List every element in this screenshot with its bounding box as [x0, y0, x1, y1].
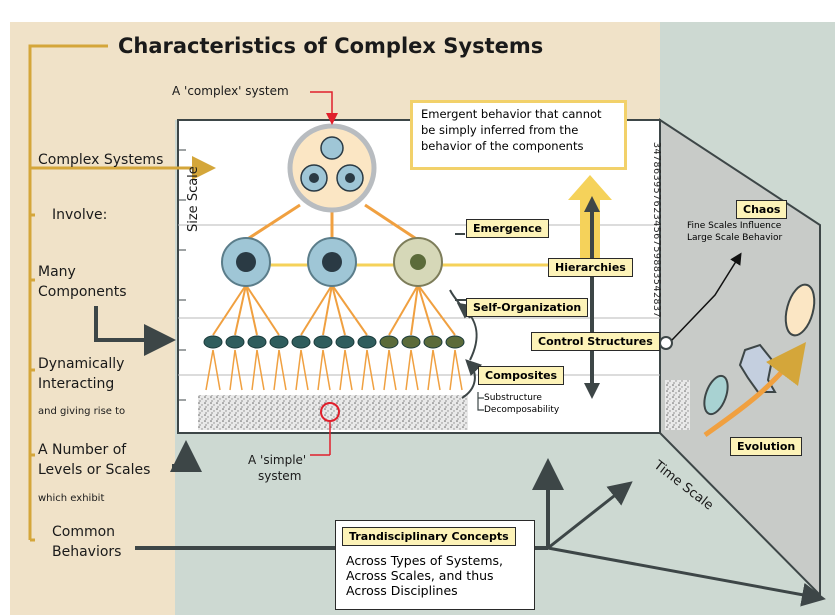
composite-3	[393, 237, 443, 287]
label-many: Many	[38, 264, 76, 280]
label-involve: Involve:	[52, 207, 108, 223]
label-interacting: Interacting	[38, 376, 115, 392]
label-complex-systems: Complex Systems	[38, 152, 164, 168]
label-components: Components	[38, 284, 127, 300]
label-levels-or-scales: Levels or Scales	[38, 462, 151, 478]
evolution-shape-1	[703, 374, 729, 416]
size-scale-label: Size Scale	[186, 166, 201, 232]
control-structures-label: Control Structures	[531, 332, 660, 351]
chaos-desc-1: Fine Scales Influence	[687, 221, 782, 231]
label-behaviors: Behaviors	[52, 544, 122, 560]
label-giving-rise: and giving rise to	[38, 406, 126, 417]
scale-digits: 347863957623456759883542837	[651, 142, 662, 319]
label-common: Common	[52, 524, 116, 540]
decomposability-label: Decomposability	[484, 405, 560, 415]
evolution-label: Evolution	[730, 437, 803, 456]
label-a-number-of: A Number of	[38, 442, 127, 458]
self-organization-label: Self-Organization	[466, 298, 589, 317]
label-complex-system: A 'complex' system	[172, 84, 289, 98]
simple-components	[198, 395, 468, 430]
emergence-label: Emergence	[466, 219, 550, 238]
emergent-behavior-box: Emergent behavior that cannot be simply …	[410, 100, 627, 170]
component-ellipses	[203, 335, 465, 349]
label-dynamically: Dynamically	[38, 356, 125, 372]
transdisciplinary-body: Across Types of Systems, Across Scales, …	[346, 553, 504, 598]
complex-system-node	[287, 123, 377, 213]
composites-label: Composites	[478, 366, 565, 385]
hierarchies-label: Hierarchies	[548, 258, 633, 277]
transdisciplinary-box: Trandisciplinary Concepts Across Types o…	[335, 520, 535, 610]
substructure-label: Substructure	[484, 393, 542, 403]
label-simple-system-1: A 'simple'	[248, 453, 307, 467]
transdisciplinary-header: Trandisciplinary Concepts	[342, 527, 516, 546]
label-which-exhibit: which exhibit	[38, 493, 105, 504]
composite-1	[221, 237, 271, 287]
chaos-label: Chaos	[736, 200, 788, 219]
evolution-shape-3	[784, 283, 816, 337]
composite-2	[307, 237, 357, 287]
chaos-desc-2: Large Scale Behavior	[687, 233, 783, 243]
page-title: Characteristics of Complex Systems	[118, 34, 544, 58]
label-simple-system-2: system	[258, 469, 302, 483]
